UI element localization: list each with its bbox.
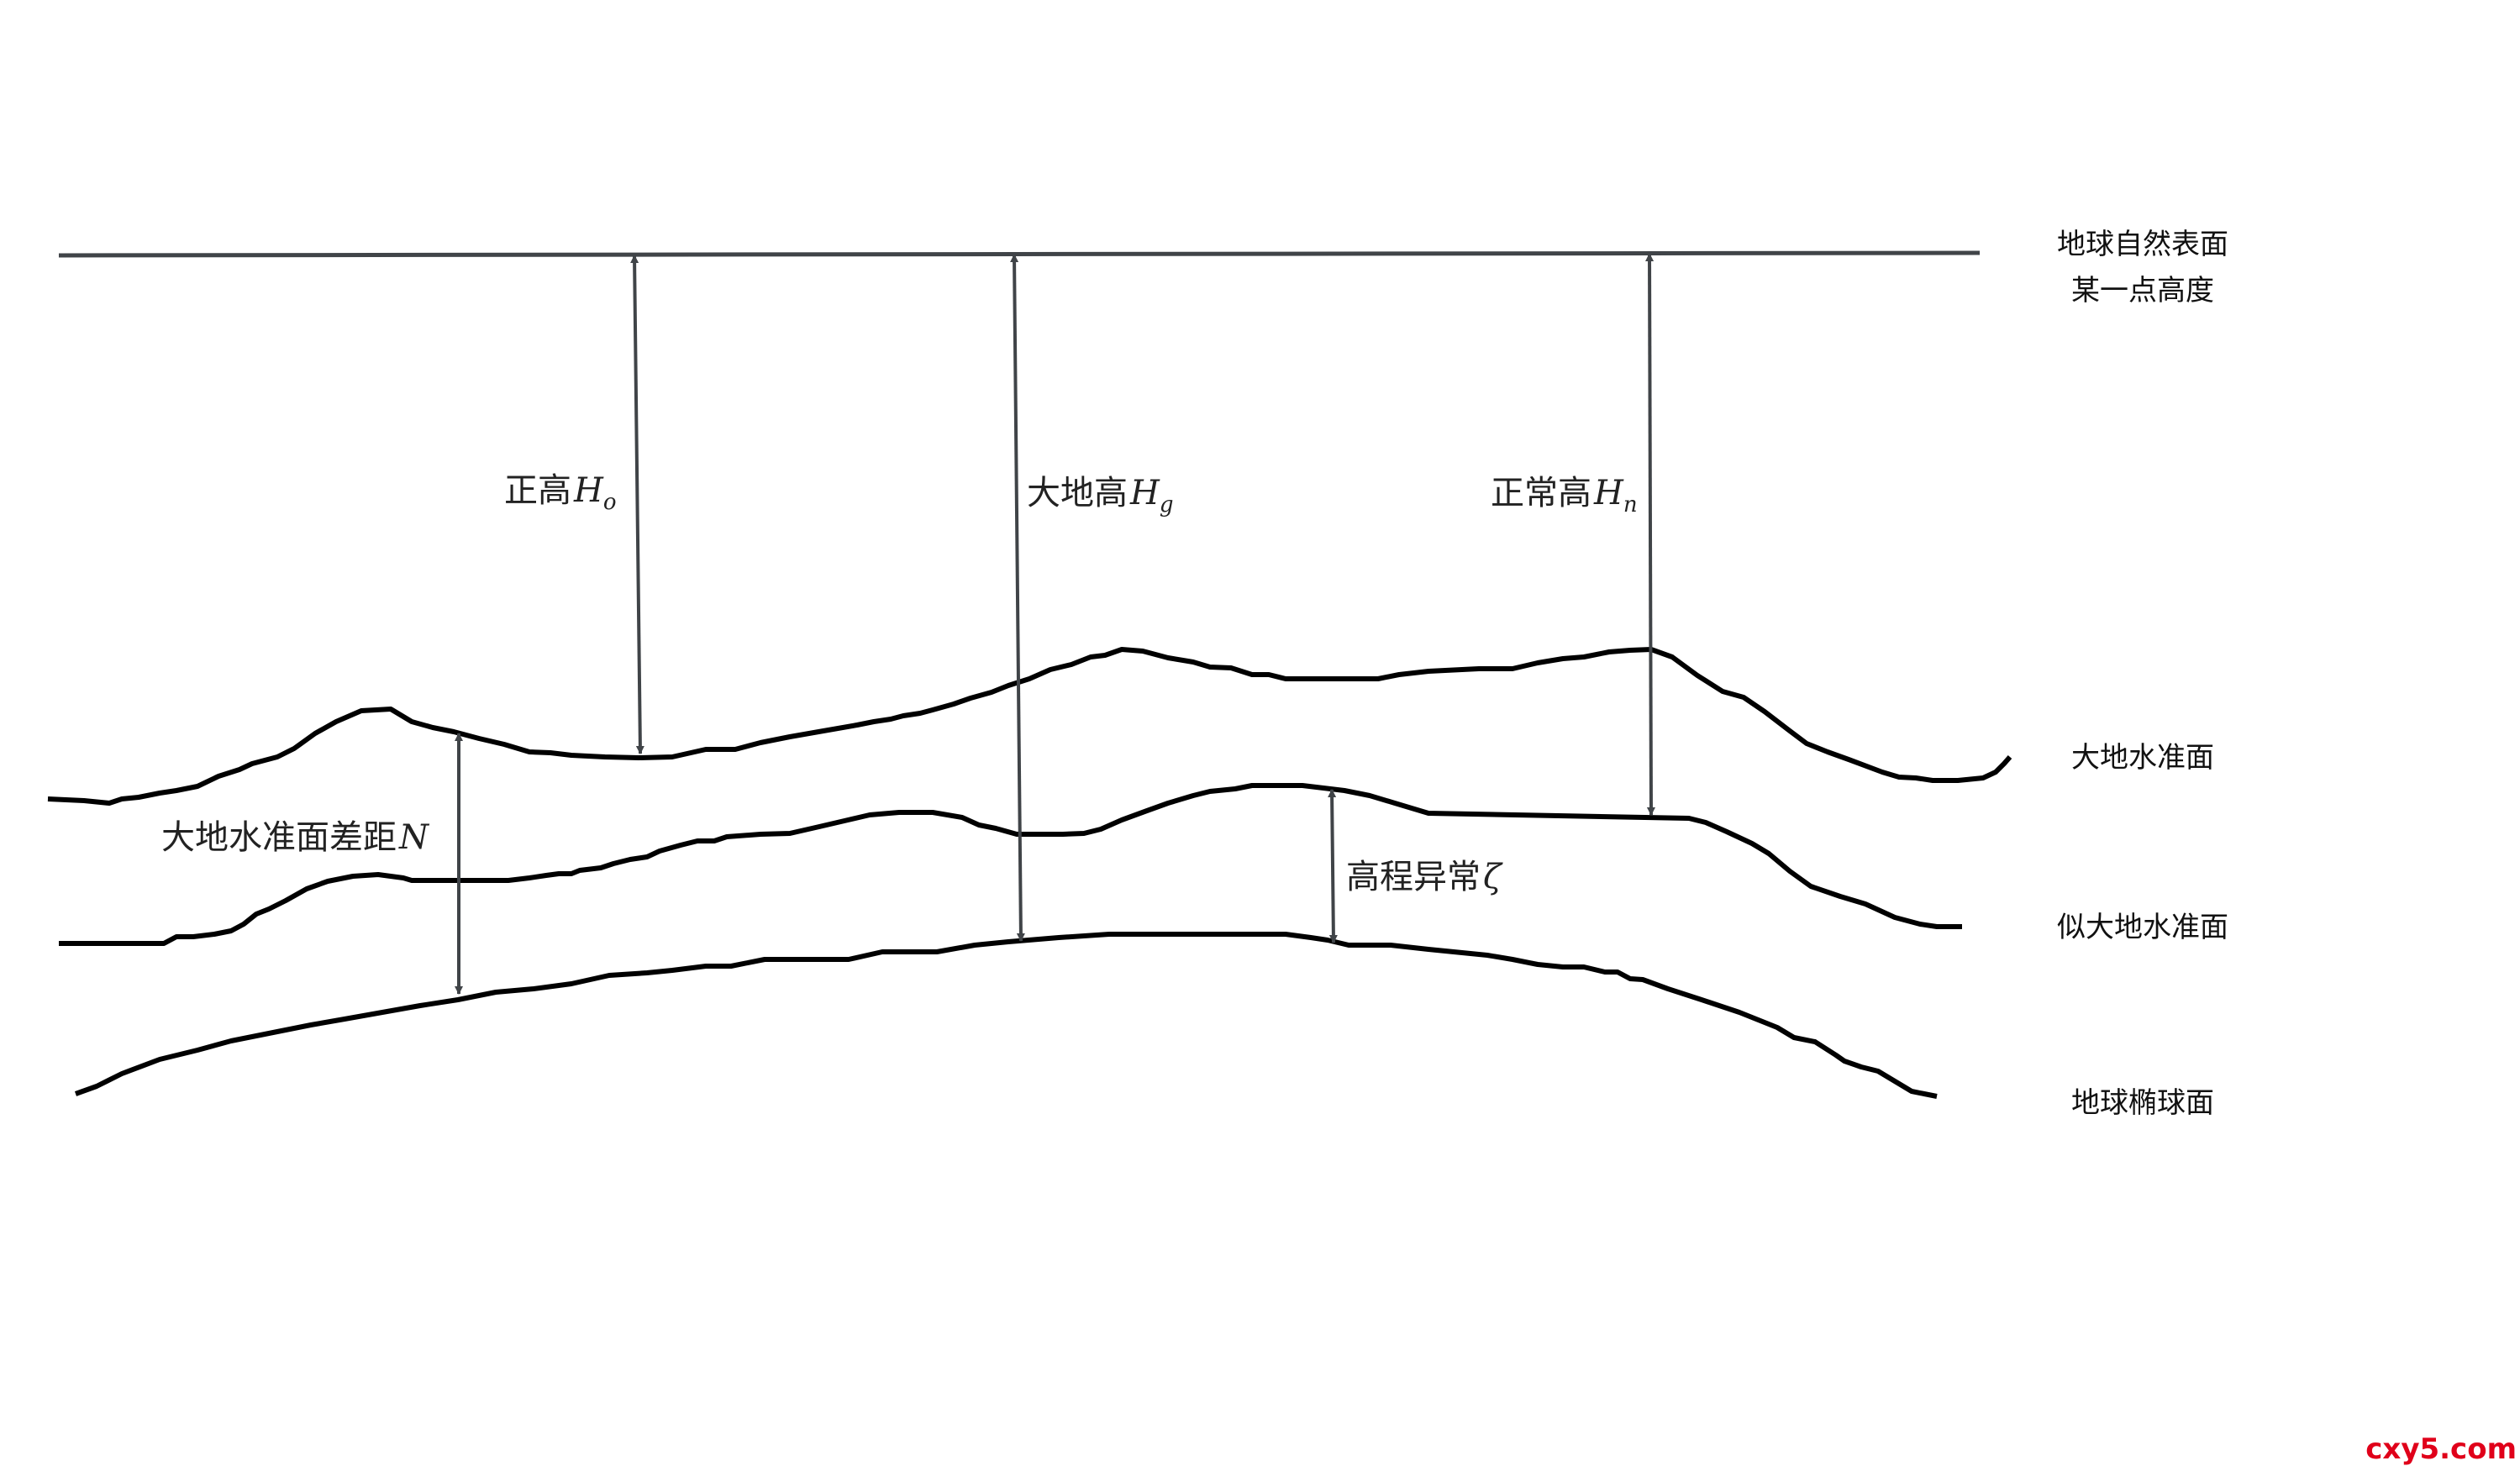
orthometric-height-label: 正高Ho: [504, 471, 617, 515]
geoid-separation-label: 大地水准面差距N: [161, 818, 430, 857]
height-anomaly-arrow: [1328, 789, 1338, 943]
geoid-label: 大地水准面: [2071, 741, 2214, 775]
ellipsoid-label: 地球椭球面: [2071, 1086, 2214, 1120]
normal-height-arrow: [1645, 253, 1655, 816]
geodetic-height-arrow: [1010, 254, 1025, 942]
ellipsoid-curve: [74, 932, 1938, 1099]
natural-surface-line: [58, 250, 1981, 258]
watermark-text: cxy5.com: [2365, 1432, 2517, 1466]
geodetic-height-label: 大地高Hg: [1027, 474, 1174, 518]
quasigeoid-curve: [59, 783, 1962, 946]
quasigeoid-label: 似大地水准面: [2057, 911, 2228, 944]
orthometric-height-arrow: [630, 255, 644, 754]
normal-height-label: 正常高Hn: [1491, 474, 1638, 518]
height-anomaly-label: 高程异常ζ: [1346, 858, 1503, 896]
natural-surface-label: 地球自然表面: [2057, 228, 2228, 261]
point-height-label: 某一点高度: [2071, 274, 2214, 307]
geoid-curve: [47, 647, 2012, 806]
